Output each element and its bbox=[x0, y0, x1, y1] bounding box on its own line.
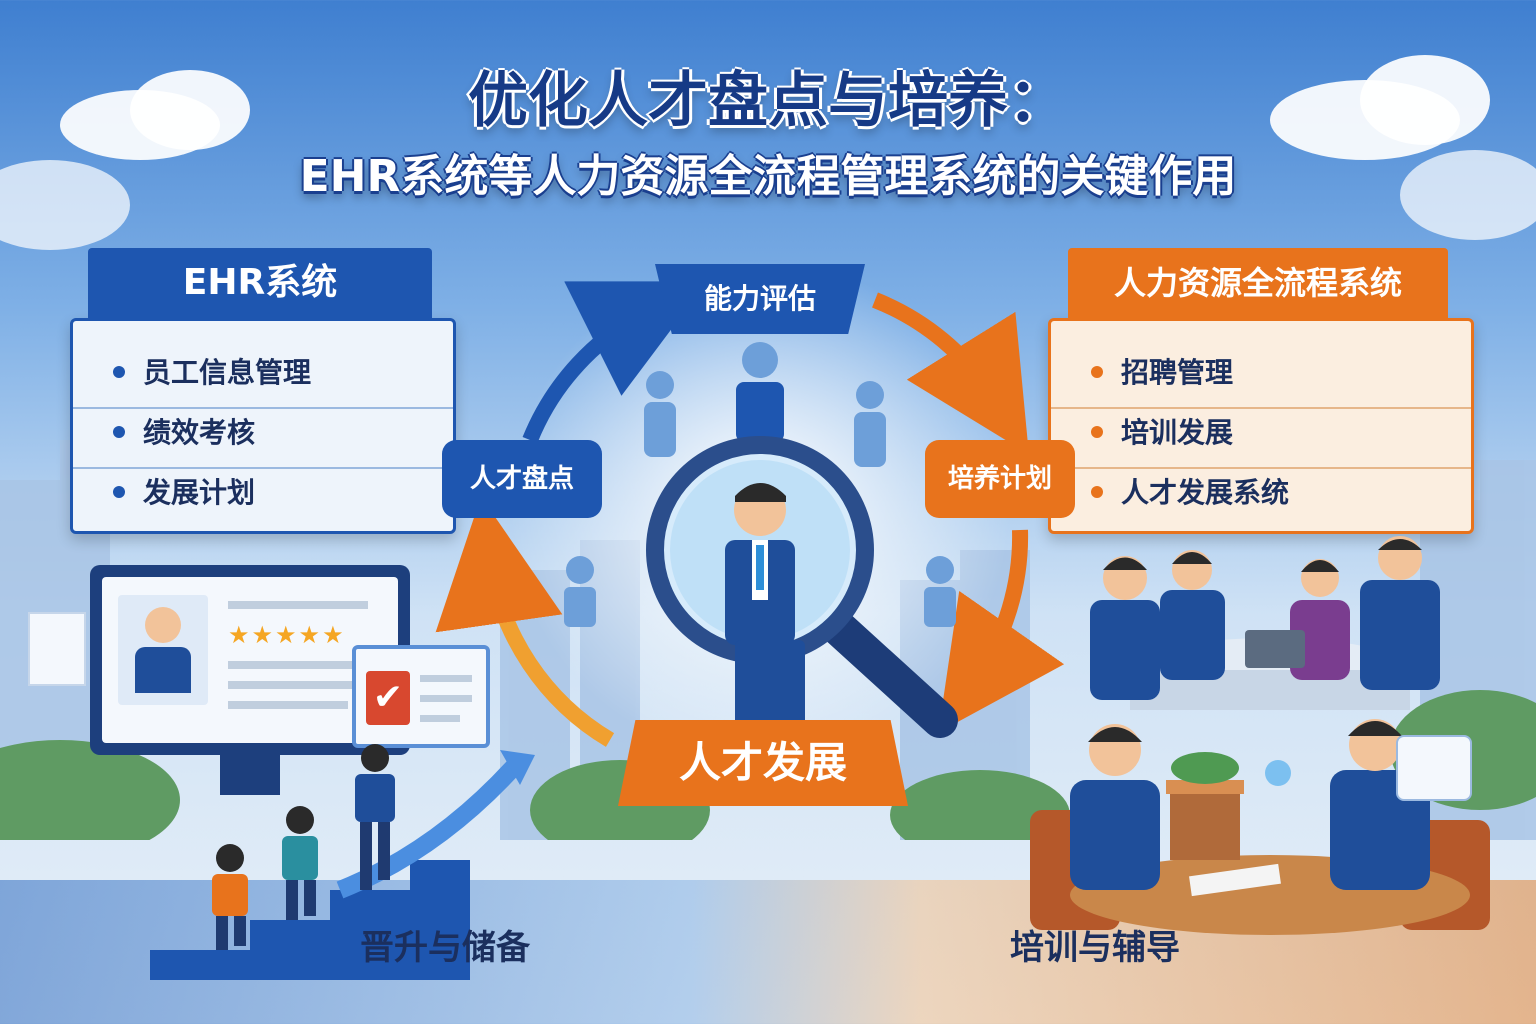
cycle-label-plan: 培养计划 bbox=[925, 440, 1075, 518]
cycle-arrow bbox=[938, 529, 1065, 733]
speech-bubble-icon bbox=[1396, 735, 1472, 801]
climbing-person bbox=[212, 844, 248, 950]
cycle-arrow bbox=[435, 496, 615, 747]
bullet-icon bbox=[113, 426, 125, 438]
list-item: 绩效考核 bbox=[73, 411, 453, 469]
page-title: 优化人才盘点与培养： bbox=[468, 66, 1068, 136]
lightbulb-icon bbox=[1265, 760, 1291, 786]
list-item: 发展计划 bbox=[73, 471, 453, 527]
bullet-icon bbox=[113, 486, 125, 498]
bullet-icon bbox=[1091, 366, 1103, 378]
bullet-icon bbox=[113, 366, 125, 378]
climbing-person bbox=[282, 806, 318, 920]
hr-system-panel-title: 人力资源全流程系统 bbox=[1068, 248, 1448, 318]
cycle-arrow bbox=[522, 281, 708, 444]
list-item: 招聘管理 bbox=[1051, 351, 1471, 409]
checklist-icon: ✔ bbox=[366, 671, 410, 725]
checklist-card: ✔ bbox=[352, 645, 490, 748]
rating-stars-icon: ★★★★★ bbox=[228, 621, 346, 649]
mentoring-illustration bbox=[1030, 719, 1490, 935]
climbing-person bbox=[355, 744, 395, 890]
profile-card-icon bbox=[118, 595, 208, 705]
career-stairs bbox=[150, 744, 535, 980]
cycle-arrow bbox=[872, 292, 1029, 455]
hr-system-panel: 招聘管理 培训发展 人才发展系统 bbox=[1048, 318, 1474, 534]
list-item: 员工信息管理 bbox=[73, 351, 453, 409]
cycle-label-development: 人才发展 bbox=[618, 720, 908, 806]
document-icon bbox=[28, 612, 86, 686]
ehr-panel-title: EHR系统 bbox=[88, 248, 432, 318]
ehr-panel: 员工信息管理 绩效考核 发展计划 bbox=[70, 318, 456, 534]
cloud-decoration bbox=[1360, 55, 1490, 145]
bottom-label-promotion: 晋升与储备 bbox=[360, 928, 530, 968]
cycle-label-inventory: 人才盘点 bbox=[442, 440, 602, 518]
cloud-decoration bbox=[1400, 150, 1536, 240]
monitor-stand bbox=[220, 755, 280, 795]
cycle-label-assessment: 能力评估 bbox=[655, 264, 865, 334]
cloud-decoration bbox=[0, 160, 130, 250]
list-item: 人才发展系统 bbox=[1051, 471, 1471, 527]
list-item: 培训发展 bbox=[1051, 411, 1471, 469]
talent-cycle bbox=[435, 260, 1065, 760]
bottom-label-training: 培训与辅导 bbox=[1010, 928, 1180, 968]
cloud-decoration bbox=[130, 70, 250, 150]
bullet-icon bbox=[1091, 426, 1103, 438]
page-subtitle: EHR系统等人力资源全流程管理系统的关键作用 bbox=[299, 151, 1237, 202]
bullet-icon bbox=[1091, 486, 1103, 498]
team-meeting-illustration bbox=[1090, 536, 1440, 710]
magnifier-icon bbox=[646, 436, 958, 738]
